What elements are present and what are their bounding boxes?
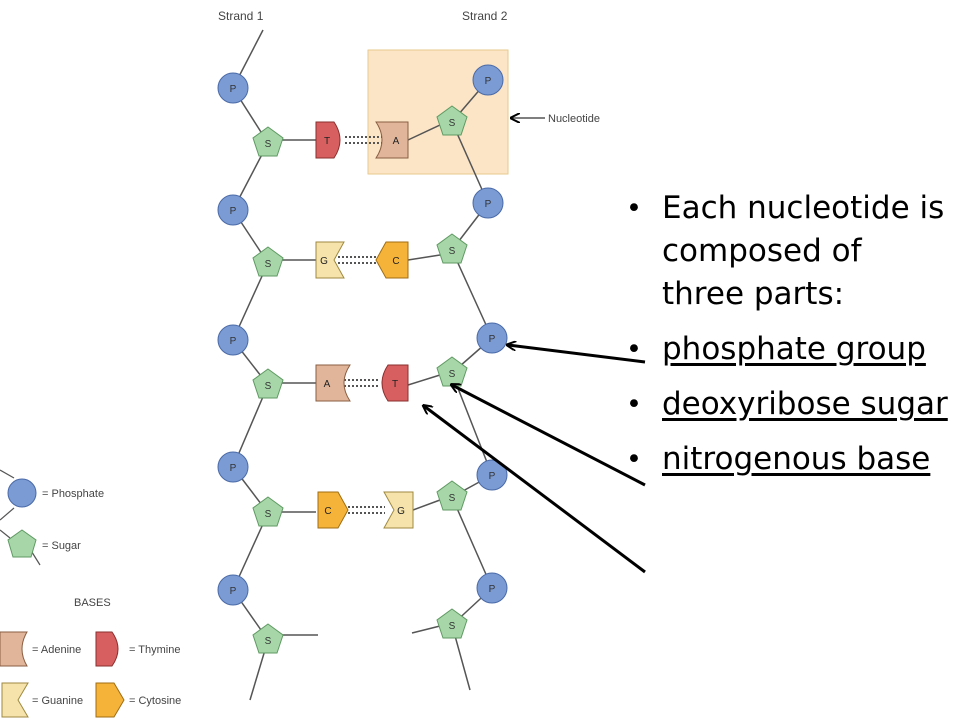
bullet-phosphate-group: phosphate group <box>622 328 952 371</box>
phosphate-icon <box>7 478 37 508</box>
legend-guanine: = Guanine <box>1 682 83 718</box>
phosphate-icon: P <box>217 574 249 606</box>
svg-text:= Adenine: = Adenine <box>32 644 81 656</box>
svg-text:S: S <box>449 118 456 129</box>
svg-text:P: P <box>489 584 496 595</box>
bullet-intro: Each nucleotide is composed of three par… <box>622 187 952 316</box>
legend-cytosine: = Cytosine <box>95 682 181 718</box>
svg-text:C: C <box>324 506 331 517</box>
adenine-base: A <box>315 364 351 402</box>
svg-text:S: S <box>265 139 272 150</box>
svg-text:A: A <box>393 136 400 147</box>
sugar-icon: S <box>252 496 284 527</box>
bullet-list: Each nucleotide is composed of three par… <box>622 187 952 493</box>
phosphate-icon: P <box>476 322 508 354</box>
phosphate-icon: P <box>472 64 504 96</box>
guanine-icon <box>1 682 29 718</box>
svg-text:S: S <box>449 493 456 504</box>
svg-text:A: A <box>324 379 331 390</box>
phosphate-icon: P <box>217 324 249 356</box>
svg-text:P: P <box>230 84 237 95</box>
svg-text:= Guanine: = Guanine <box>32 695 83 707</box>
sugar-icon: S <box>252 623 284 654</box>
base-pair-2: G C <box>315 241 409 279</box>
sugar-icon: S <box>252 246 284 277</box>
svg-text:S: S <box>265 381 272 392</box>
sugar-icon: S <box>436 608 468 639</box>
legend-bases-heading: BASES <box>74 597 111 609</box>
phosphate-icon: P <box>472 187 504 219</box>
nucleotide-callout: Nucleotide <box>512 113 600 125</box>
phosphate-icon: P <box>217 72 249 104</box>
svg-text:P: P <box>230 336 237 347</box>
thymine-base: T <box>315 121 341 159</box>
svg-text:G: G <box>320 256 328 267</box>
legend-phosphate: = Phosphate <box>0 469 104 521</box>
guanine-base: G <box>315 241 345 279</box>
svg-text:S: S <box>449 369 456 380</box>
svg-text:S: S <box>265 509 272 520</box>
base-pair-1: T A <box>315 121 409 159</box>
legend-sugar: = Sugar <box>0 529 81 566</box>
svg-text:= Sugar: = Sugar <box>42 540 81 552</box>
svg-text:G: G <box>397 506 405 517</box>
sugar-icon: S <box>252 126 284 157</box>
nucleotide-label: Nucleotide <box>548 113 600 125</box>
phosphate-icon: P <box>476 459 508 491</box>
sugar-icon: S <box>252 368 284 399</box>
strand-2-sugars: S S S S S <box>436 105 468 639</box>
sugar-icon <box>7 529 37 558</box>
strand-1-phosphates: P P P P P <box>217 72 249 606</box>
thymine-icon <box>95 631 119 667</box>
svg-text:= Phosphate: = Phosphate <box>42 488 104 500</box>
thymine-base: T <box>381 364 409 402</box>
bullet-deoxyribose-sugar: deoxyribose sugar <box>622 383 952 426</box>
adenine-base: A <box>375 121 409 159</box>
svg-text:P: P <box>489 334 496 345</box>
svg-text:T: T <box>392 379 398 390</box>
legend: = Phosphate = Sugar BASES = Adenine = Th… <box>0 469 181 718</box>
sugar-icon: S <box>436 480 468 511</box>
arrow-to-base <box>424 406 646 574</box>
base-pair-4: C G <box>317 491 414 529</box>
svg-text:P: P <box>230 586 237 597</box>
phosphate-icon: P <box>476 572 508 604</box>
phosphate-icon: P <box>217 451 249 483</box>
svg-text:= Cytosine: = Cytosine <box>129 695 181 707</box>
sugar-icon: S <box>436 356 468 387</box>
base-pair-3: A T <box>315 364 409 402</box>
svg-text:P: P <box>489 471 496 482</box>
svg-text:T: T <box>324 136 330 147</box>
sugar-base-connectors <box>282 124 441 636</box>
svg-text:S: S <box>449 246 456 257</box>
cytosine-base: C <box>375 241 409 279</box>
cytosine-icon <box>95 682 125 718</box>
strand-1-label: Strand 1 <box>218 9 264 23</box>
adenine-icon <box>0 631 28 667</box>
legend-adenine: = Adenine <box>0 631 81 667</box>
arrow-to-sugar <box>452 385 646 487</box>
strand-2-label: Strand 2 <box>462 9 508 23</box>
svg-text:S: S <box>265 636 272 647</box>
svg-text:P: P <box>485 76 492 87</box>
phosphate-icon: P <box>217 194 249 226</box>
svg-text:P: P <box>230 463 237 474</box>
svg-text:= Thymine: = Thymine <box>129 644 180 656</box>
guanine-base: G <box>383 491 414 529</box>
legend-thymine: = Thymine <box>95 631 180 667</box>
strand-1-sugars: S S S S S <box>252 126 284 654</box>
svg-text:C: C <box>392 256 399 267</box>
svg-text:S: S <box>265 259 272 270</box>
cytosine-base: C <box>317 491 349 529</box>
sugar-icon: S <box>436 233 468 264</box>
hydrogen-bonds <box>334 136 385 514</box>
svg-text:P: P <box>485 199 492 210</box>
bullet-nitrogenous-base: nitrogenous base <box>622 438 952 481</box>
sugar-icon: S <box>436 105 468 136</box>
svg-text:P: P <box>230 206 237 217</box>
strand-2-phosphates: P P P P P <box>472 64 508 604</box>
svg-text:S: S <box>449 621 456 632</box>
